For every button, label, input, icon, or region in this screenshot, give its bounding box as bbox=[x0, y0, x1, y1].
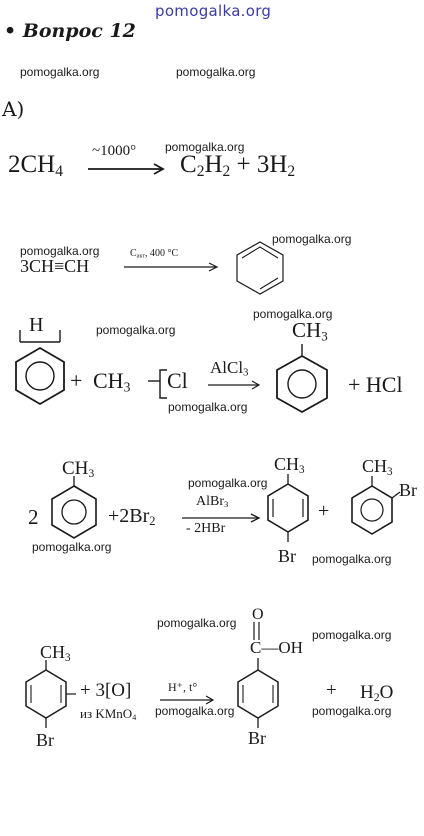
r2-reactant: 3CH≡CH bbox=[20, 256, 90, 276]
watermark: pomogalka.org bbox=[165, 140, 245, 154]
r5-carbonyl-bond bbox=[253, 622, 260, 640]
part-label: A) bbox=[2, 97, 25, 121]
watermark: pomogalka.org bbox=[155, 704, 235, 718]
benzene-ring bbox=[236, 241, 284, 295]
r5-product-bromine: Br bbox=[248, 728, 266, 748]
r5-acid-carbon: C—OH bbox=[250, 638, 303, 657]
r5-bromine: Br bbox=[36, 730, 54, 750]
r2-condition: Cакт, 400 °C bbox=[130, 248, 179, 260]
r4-substituent: CH3 bbox=[62, 458, 95, 480]
ortho-bromotoluene-ring bbox=[351, 476, 401, 535]
para-bromobenzoic-acid-ring bbox=[237, 658, 279, 728]
r4-arrow bbox=[182, 513, 261, 523]
r3-product-substituent: CH3 bbox=[292, 318, 328, 344]
r4-p1-bromine: Br bbox=[278, 546, 296, 566]
watermark: pomogalka.org bbox=[32, 540, 112, 554]
r2-arrow bbox=[124, 262, 219, 272]
r4-condition-bottom: - 2HBr bbox=[186, 521, 226, 536]
r5-substituent: CH3 bbox=[40, 642, 71, 664]
r3-substituent-h: H bbox=[29, 314, 44, 336]
benzene-h-ring bbox=[15, 330, 65, 406]
r1-arrow bbox=[88, 163, 165, 175]
r3-arrow bbox=[208, 380, 261, 390]
r5-reagent-note: из KMnO4 bbox=[80, 706, 137, 722]
r3-plus: + bbox=[70, 368, 83, 393]
watermark: pomogalka.org bbox=[157, 616, 237, 630]
watermark: pomogalka.org bbox=[168, 400, 248, 414]
r5-reagent: + 3[O] bbox=[80, 680, 132, 701]
r4-coefficient: 2 bbox=[28, 505, 39, 529]
r3-reagent: CH3 bbox=[93, 368, 131, 395]
r4-p2-bromine: Br bbox=[399, 480, 417, 500]
r5-plus2: + bbox=[326, 680, 337, 701]
r1-reactant: 2CH4 bbox=[8, 151, 63, 180]
watermark: pomogalka.org bbox=[20, 244, 100, 258]
r3-product2: + HCl bbox=[348, 372, 403, 397]
r1-products: C2H2 + 3H2 bbox=[180, 151, 296, 180]
r4-plus2: + bbox=[318, 500, 330, 522]
watermark: pomogalka.org bbox=[20, 65, 100, 79]
site-header-link[interactable]: pomogalka.org bbox=[155, 2, 272, 20]
r4-p1-substituent: CH3 bbox=[274, 454, 305, 476]
watermark: pomogalka.org bbox=[312, 628, 392, 642]
watermark: pomogalka.org bbox=[96, 323, 176, 337]
r5-arrow bbox=[160, 695, 215, 705]
r4-condition-top: AlBr3 bbox=[196, 494, 229, 510]
para-bromotoluene-reactant bbox=[25, 660, 76, 728]
para-bromotoluene-ring bbox=[267, 474, 309, 542]
watermark: pomogalka.org bbox=[272, 232, 352, 246]
toluene-ring-r4 bbox=[51, 476, 97, 539]
watermark: pomogalka.org bbox=[188, 476, 268, 490]
r4-reagent: +2Br2 bbox=[108, 505, 156, 529]
r3-condition: AlCl3 bbox=[210, 358, 249, 379]
r5-acid-oxygen: O bbox=[252, 606, 264, 623]
watermark: pomogalka.org bbox=[312, 704, 392, 718]
toluene-ring bbox=[276, 344, 328, 414]
watermark: pomogalka.org bbox=[176, 65, 256, 79]
r1-condition: ~1000° bbox=[92, 143, 137, 159]
r5-water: H2O bbox=[360, 682, 394, 704]
r3-chlorine: Cl bbox=[167, 368, 188, 393]
question-title: • Вопрос 12 bbox=[4, 20, 136, 42]
watermark: pomogalka.org bbox=[312, 552, 392, 566]
r4-p2-substituent: CH3 bbox=[362, 456, 393, 478]
r3-bond bbox=[148, 369, 167, 399]
watermark: pomogalka.org bbox=[253, 307, 333, 321]
r5-condition: H⁺, t° bbox=[168, 680, 198, 694]
